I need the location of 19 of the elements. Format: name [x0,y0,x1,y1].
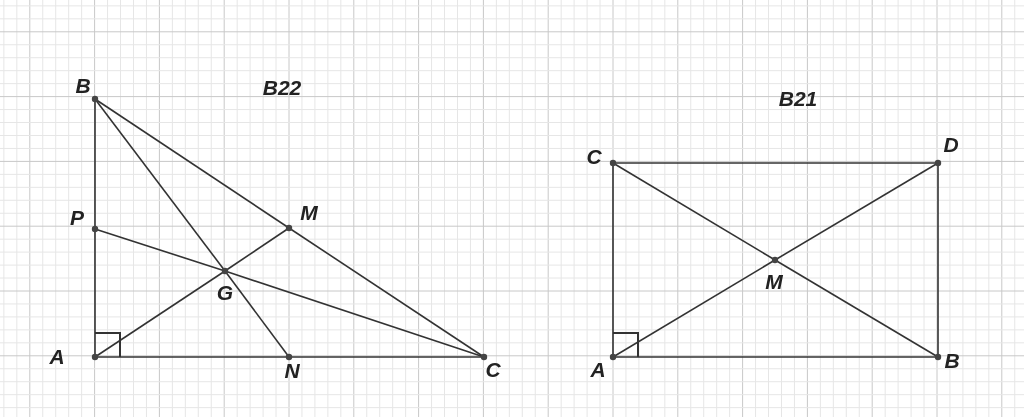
line-segment [224,227,290,272]
point-label: A [590,358,606,380]
point-label: G [216,281,234,303]
point-label: B [75,74,91,96]
point-label: D [943,133,959,155]
point-label: M [300,201,318,223]
figure-label: B21 [778,87,818,109]
line-segment [224,270,290,358]
line-segment [94,98,226,272]
point-label: M [765,270,783,292]
point-label: A [49,345,65,367]
point-label: C [586,145,602,167]
line-segment [288,227,485,358]
point-label: N [284,359,300,381]
point-label: C [485,358,501,380]
point-label: P [70,206,84,228]
line-segment [94,270,226,358]
figure-label: B22 [262,76,302,98]
point-label: B [944,349,960,371]
